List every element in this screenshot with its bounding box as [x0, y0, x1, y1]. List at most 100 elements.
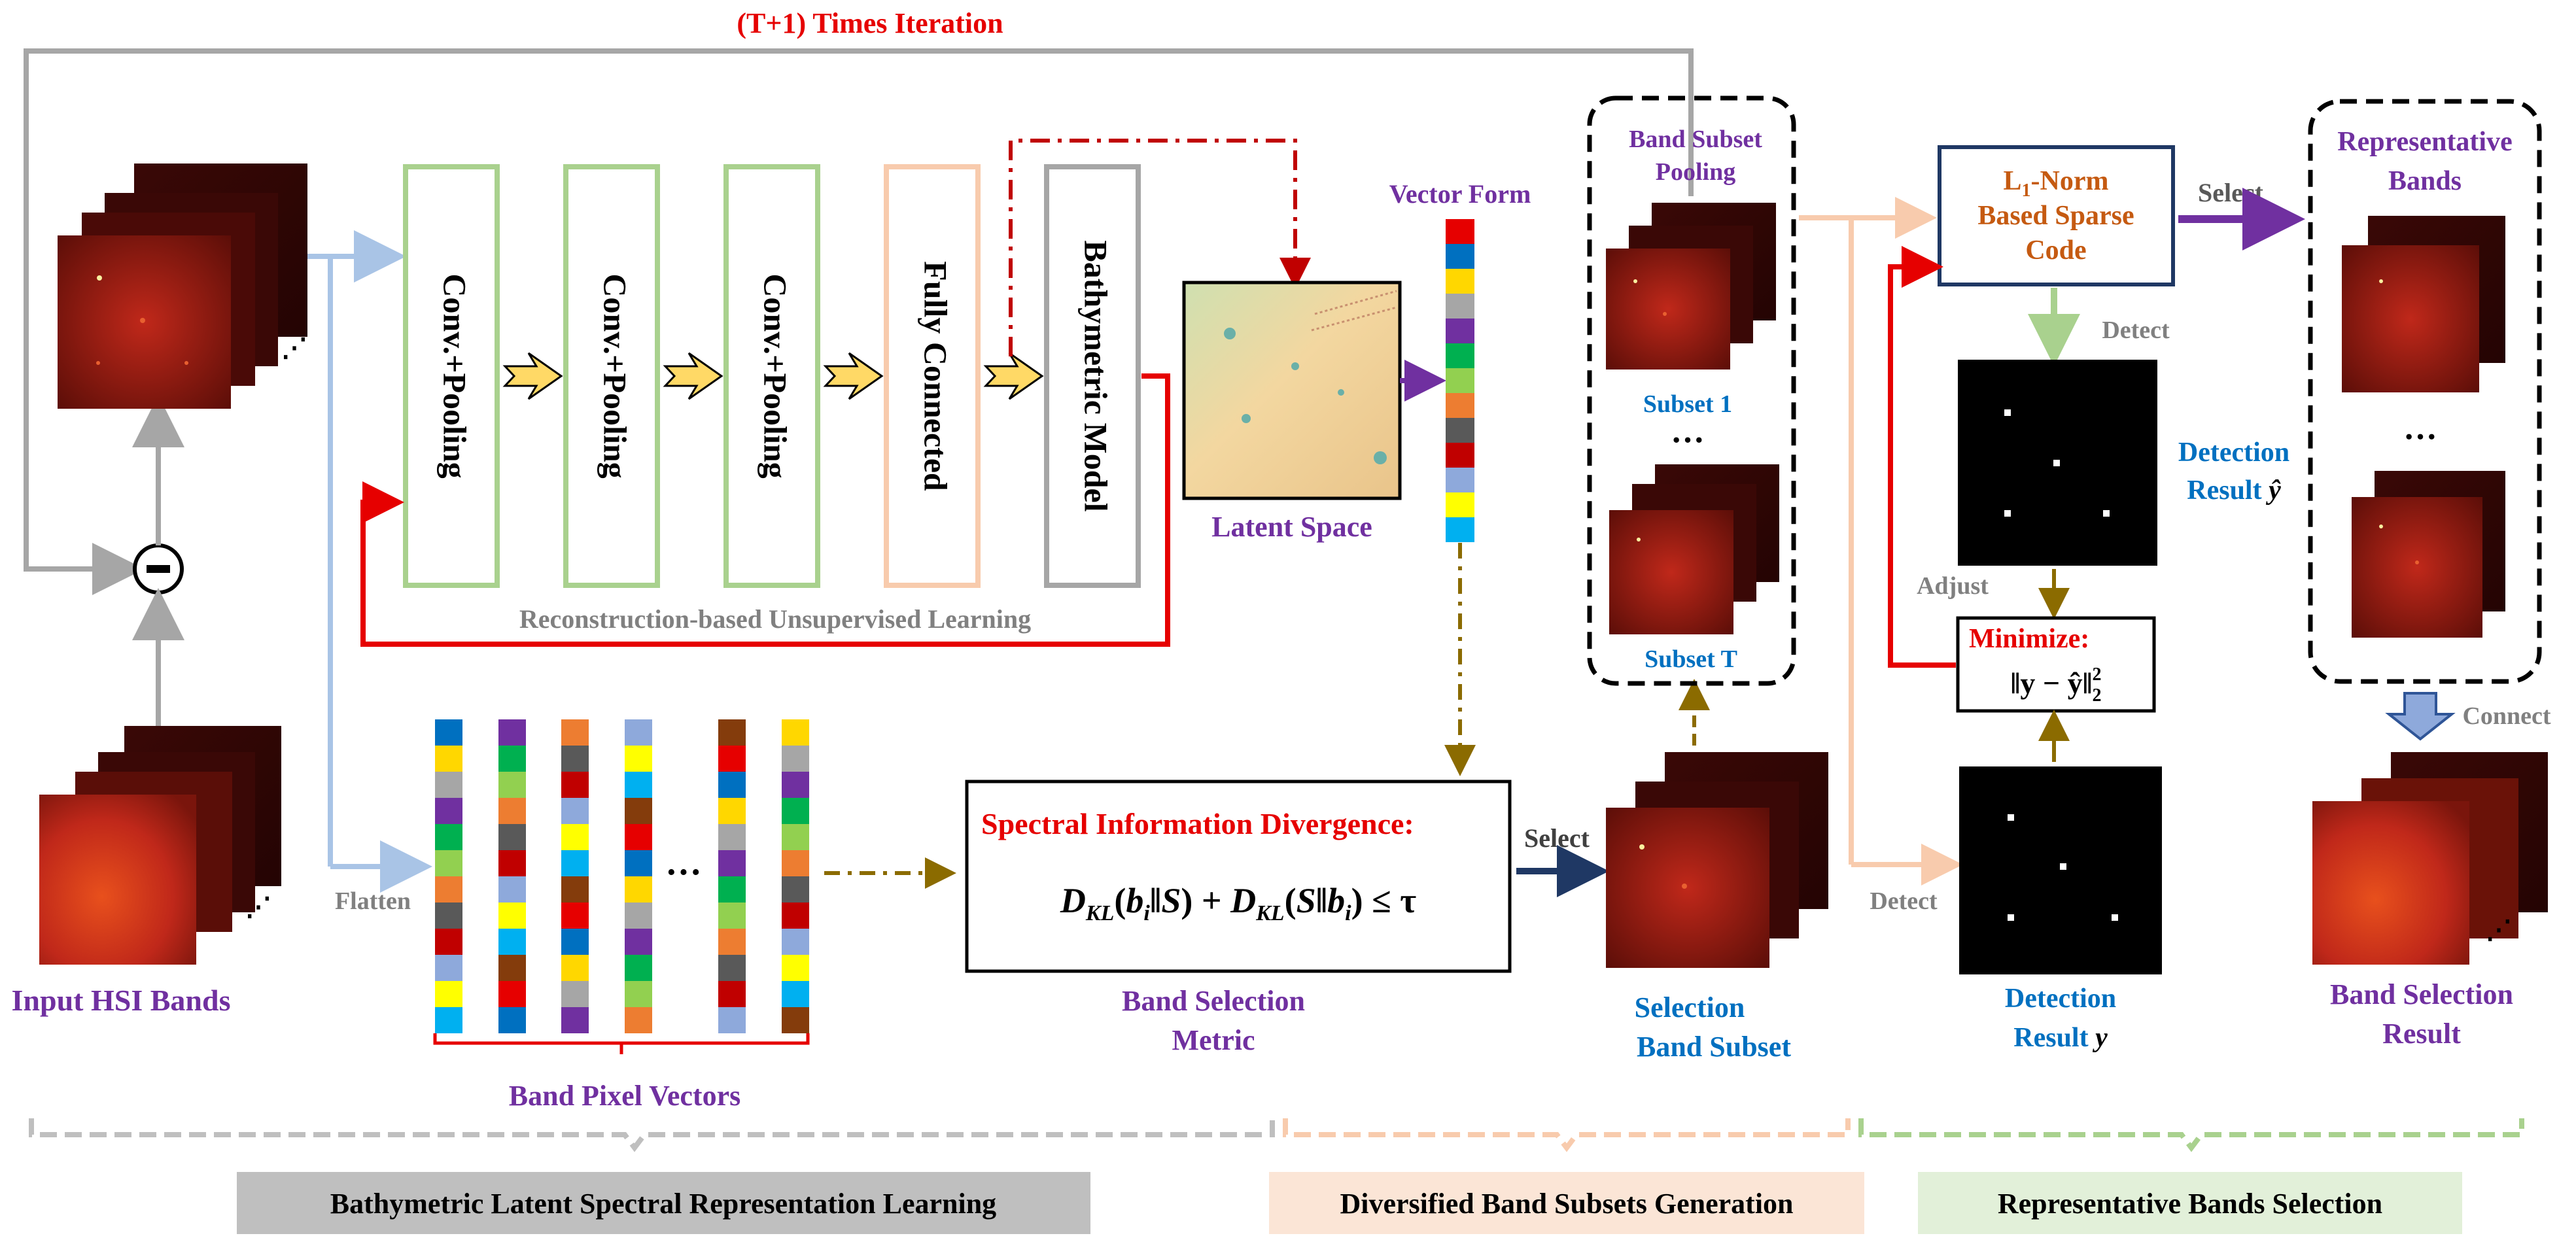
color-cell — [561, 1007, 589, 1033]
color-cell — [625, 772, 652, 798]
color-cell — [498, 1007, 526, 1033]
svg-text:Conv.+Pooling: Conv.+Pooling — [757, 273, 794, 478]
color-cell — [718, 719, 746, 746]
pixel-vector-column — [561, 719, 589, 1033]
minimize-label: Minimize: — [1969, 624, 2089, 654]
color-cell — [718, 850, 746, 876]
color-cell — [1446, 368, 1474, 393]
color-cell — [435, 824, 462, 850]
svg-text:Conv.+Pooling: Conv.+Pooling — [437, 273, 474, 478]
metric-formula: DKL(bi‖S) + DKL(S‖bi) ≤ τ — [1060, 881, 1416, 925]
color-cell — [498, 903, 526, 929]
true-result-label-1: Detection — [2005, 984, 2116, 1014]
sparse-select-label: Select — [2198, 178, 2264, 207]
forward-arrow-icon — [502, 352, 1044, 400]
stage-2-label: Diversified Band Subsets Generation — [1340, 1188, 1793, 1220]
color-cell — [1446, 343, 1474, 368]
color-cell — [561, 981, 589, 1007]
color-cell — [435, 850, 462, 876]
color-cell — [782, 903, 809, 929]
pooling-label-1: Band Subset — [1629, 126, 1762, 153]
color-cell — [782, 746, 809, 772]
color-cell — [435, 1007, 462, 1033]
color-cell — [782, 876, 809, 903]
hsi-stack-input: ⋰ Input HSI Bands — [12, 726, 281, 1017]
color-cell — [718, 824, 746, 850]
pixel-vector-column — [782, 719, 809, 1033]
pixel-vector-column — [718, 719, 746, 1033]
color-cell — [435, 746, 462, 772]
metric-title: Spectral Information Divergence: — [981, 807, 1414, 840]
detect-label-bottom: Detect — [1870, 887, 1938, 915]
stage-1-label: Bathymetric Latent Spectral Representati… — [330, 1188, 996, 1220]
pixel-vectors-label: Band Pixel Vectors — [509, 1080, 740, 1112]
subset-1-label: Subset 1 — [1643, 390, 1732, 418]
block-conv-3: Conv.+Pooling — [723, 164, 820, 588]
connect-label: Connect — [2462, 702, 2550, 730]
reconstruction-caption: Reconstruction-based Unsupervised Learni… — [519, 604, 1031, 634]
color-cell — [782, 798, 809, 824]
svg-text:⋰: ⋰ — [245, 892, 271, 921]
color-cell — [1446, 418, 1474, 443]
color-cell — [782, 929, 809, 955]
color-cell — [782, 981, 809, 1007]
subset-ellipsis: ··· — [1671, 422, 1705, 459]
band-subset-pooling: Band Subset Pooling Subset 1 ··· Subset … — [1587, 95, 1796, 686]
color-cell — [498, 929, 526, 955]
iteration-label: (T+1) Times Iteration — [737, 7, 1003, 39]
color-cell — [561, 719, 589, 746]
color-cell — [625, 1007, 652, 1033]
pixel-vectors-ellipsis: ··· — [665, 852, 702, 893]
color-cell — [718, 746, 746, 772]
color-cell — [718, 929, 746, 955]
color-cell — [625, 876, 652, 903]
color-cell — [718, 903, 746, 929]
stage-3-label: Representative Bands Selection — [1998, 1188, 2382, 1220]
result-label-1: Band Selection — [2330, 978, 2513, 1010]
vector-form-label: Vector Form — [1389, 179, 1531, 209]
block-fully-connected: Fully Connected — [884, 164, 981, 588]
color-cell — [1446, 492, 1474, 517]
color-cell — [498, 876, 526, 903]
color-cell — [1446, 517, 1474, 542]
pred-result-label-2: Result ŷ — [2187, 475, 2281, 506]
pred-result-label-1: Detection — [2178, 438, 2289, 468]
block-conv-2: Conv.+Pooling — [563, 164, 660, 588]
selection-subset-label-2: Band Subset — [1637, 1031, 1791, 1063]
color-cell — [718, 981, 746, 1007]
color-cell — [561, 850, 589, 876]
color-cell — [561, 746, 589, 772]
band-pixel-vectors: ··· Band Pixel Vectors — [433, 719, 956, 1112]
color-cell — [498, 824, 526, 850]
color-cell — [718, 798, 746, 824]
hsi-stack-top: ⋰ — [58, 163, 307, 409]
vector-form: Vector Form — [1389, 179, 1531, 776]
network: Conv.+Pooling Conv.+Pooling Conv.+Poolin… — [360, 139, 1311, 647]
selection-subset-label-1: Selection — [1635, 991, 1745, 1023]
true-result-label-2: Result y — [2013, 1023, 2108, 1053]
color-cell — [561, 876, 589, 903]
color-cell — [782, 1007, 809, 1033]
pixel-vector-column — [625, 719, 652, 1033]
representative-label-2: Bands — [2388, 166, 2462, 196]
color-cell — [625, 719, 652, 746]
color-cell — [1446, 219, 1474, 244]
color-cell — [1446, 269, 1474, 294]
flatten-label: Flatten — [335, 887, 411, 915]
color-cell — [1446, 244, 1474, 269]
latent-space: Latent Space — [1182, 281, 1446, 543]
color-cell — [1446, 443, 1474, 468]
svg-text:⋰: ⋰ — [281, 333, 307, 362]
color-cell — [782, 850, 809, 876]
metric-select-label: Select — [1524, 823, 1590, 853]
representative-bands: Representative Bands ··· Connect ⋰ Band … — [2308, 99, 2551, 1050]
color-cell — [435, 981, 462, 1007]
color-cell — [625, 824, 652, 850]
color-cell — [435, 719, 462, 746]
color-cell — [782, 955, 809, 981]
color-cell — [1446, 318, 1474, 343]
color-cell — [561, 903, 589, 929]
